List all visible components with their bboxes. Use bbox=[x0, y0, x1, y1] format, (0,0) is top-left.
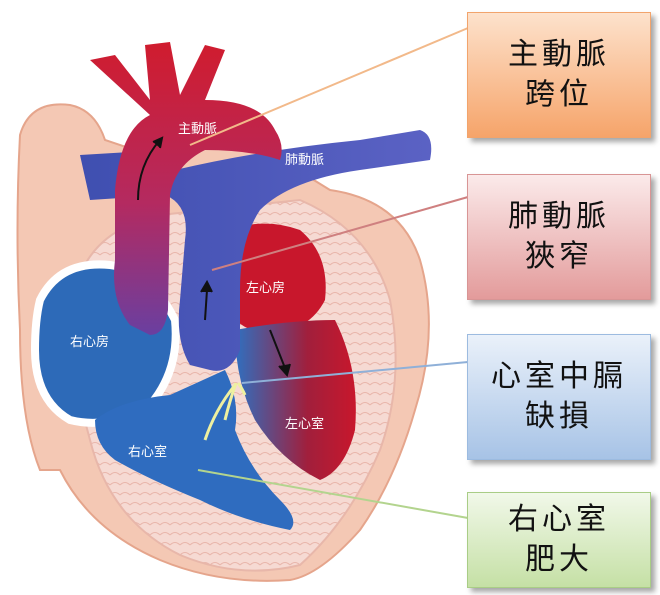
label-left-ventricle: 左心室 bbox=[285, 416, 324, 432]
label-right-atrium: 右心房 bbox=[70, 334, 109, 350]
leader-line-tga bbox=[190, 28, 468, 145]
label-left-atrium: 左心房 bbox=[246, 280, 285, 296]
label-aorta: 主動脈 bbox=[178, 122, 217, 137]
callout-vsd: 心室中膈 缺損 bbox=[467, 334, 651, 460]
callout-ps-line2: 狹窄 bbox=[525, 237, 593, 277]
callout-ps: 肺動脈 狹窄 bbox=[467, 174, 651, 300]
callout-vsd-line1: 心室中膈 bbox=[491, 357, 627, 397]
callout-rvh: 右心室 肥大 bbox=[467, 492, 651, 588]
callout-tga: 主動脈 跨位 bbox=[467, 12, 651, 138]
callout-rvh-line1: 右心室 bbox=[508, 500, 610, 540]
callout-tga-line1: 主動脈 bbox=[508, 35, 610, 75]
label-pulmonary-artery: 肺動脈 bbox=[285, 153, 324, 168]
callout-ps-line1: 肺動脈 bbox=[508, 197, 610, 237]
callout-rvh-line2: 肥大 bbox=[525, 540, 593, 580]
callout-vsd-line2: 缺損 bbox=[525, 397, 593, 437]
label-right-ventricle: 右心室 bbox=[128, 444, 167, 460]
callout-tga-line2: 跨位 bbox=[525, 75, 593, 115]
